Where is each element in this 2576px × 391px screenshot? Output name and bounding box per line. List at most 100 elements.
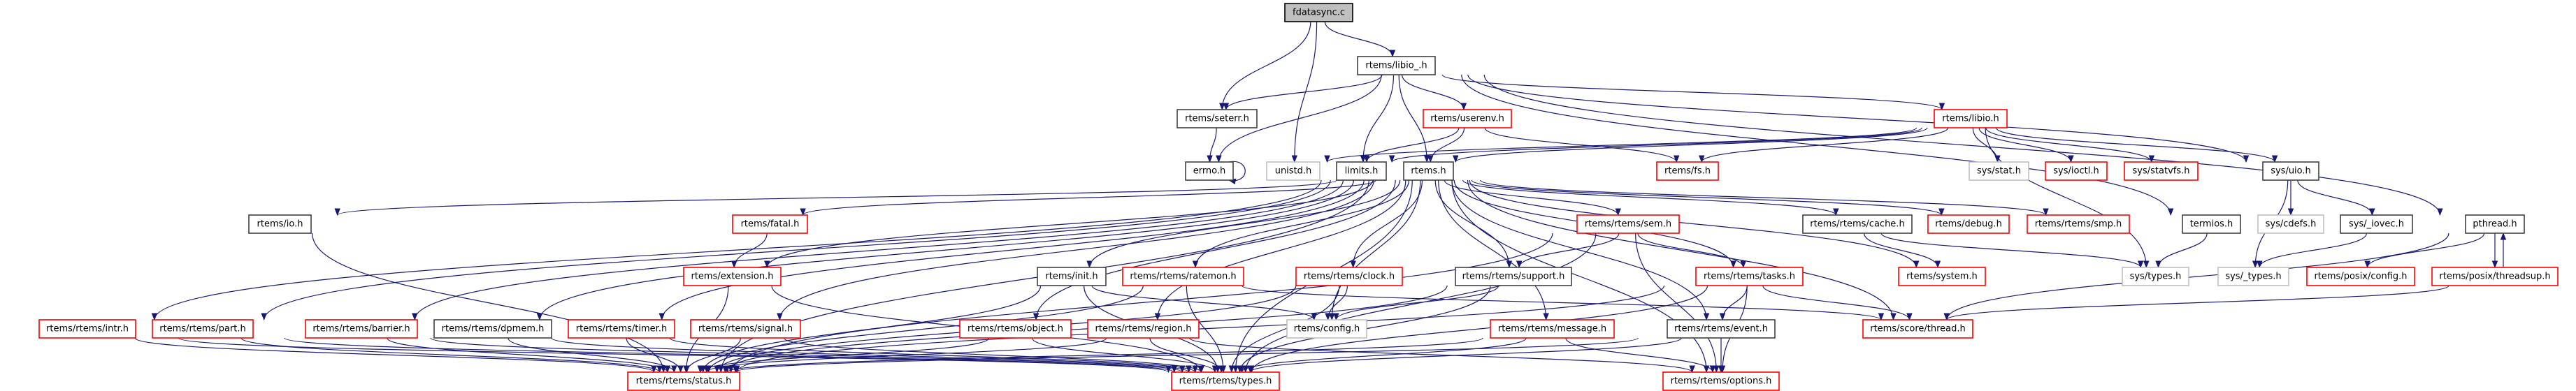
node-cache[interactable]: rtems/rtems/cache.h bbox=[1802, 214, 1913, 234]
node-sysstatvfs[interactable]: sys/statvfs.h bbox=[2124, 161, 2199, 181]
node-label: sys/cdefs.h bbox=[2266, 219, 2317, 230]
node-label: rtems/fs.h bbox=[1664, 166, 1711, 177]
node-box bbox=[1695, 267, 1804, 286]
node-region[interactable]: rtems/rtems/region.h bbox=[1087, 319, 1200, 339]
node-termios[interactable]: termios.h bbox=[2182, 214, 2241, 234]
node-label: rtems/extension.h bbox=[691, 272, 773, 282]
node-box bbox=[1037, 267, 1107, 286]
node-intr[interactable]: rtems/rtems/intr.h bbox=[38, 319, 136, 339]
node-part[interactable]: rtems/rtems/part.h bbox=[152, 319, 254, 339]
node-label: rtems/rtems/clock.h bbox=[1304, 272, 1395, 282]
node-options[interactable]: rtems/rtems/options.h bbox=[1662, 371, 1780, 391]
node-label: rtems/seterr.h bbox=[1185, 114, 1249, 124]
node-box bbox=[1284, 3, 1353, 22]
edge-support-to-status bbox=[722, 285, 1448, 374]
node-box bbox=[1357, 56, 1436, 75]
node-status[interactable]: rtems/rtems/status.h bbox=[627, 371, 740, 391]
node-limits[interactable]: limits.h bbox=[1336, 161, 1387, 181]
node-rtems[interactable]: rtems.h bbox=[1403, 161, 1454, 181]
node-sem[interactable]: rtems/rtems/sem.h bbox=[1576, 214, 1680, 234]
node-errno[interactable]: errno.h bbox=[1185, 161, 1234, 181]
node-box bbox=[1171, 371, 1280, 391]
node-label: rtems/rtems/region.h bbox=[1095, 324, 1192, 334]
node-fs[interactable]: rtems/fs.h bbox=[1656, 161, 1719, 181]
node-sysiovec[interactable]: sys/_iovec.h bbox=[2340, 214, 2413, 234]
node-label: rtems/rtems/object.h bbox=[967, 324, 1063, 334]
node-label: rtems/rtems/event.h bbox=[1674, 324, 1768, 334]
edge-sysiovec-to-sys_types bbox=[2257, 233, 2368, 269]
node-object[interactable]: rtems/rtems/object.h bbox=[959, 319, 1072, 339]
edge-rtems-to-smp bbox=[1480, 179, 2049, 216]
node-fatal[interactable]: rtems/fatal.h bbox=[732, 214, 808, 234]
edge-support-to-config bbox=[1333, 285, 1499, 321]
node-posixconfig[interactable]: rtems/posix/config.h bbox=[2306, 267, 2415, 286]
node-support[interactable]: rtems/rtems/support.h bbox=[1455, 267, 1572, 286]
node-debug[interactable]: rtems/debug.h bbox=[1927, 214, 2010, 234]
edge-libio-to-fs bbox=[1699, 127, 1949, 163]
node-signal[interactable]: rtems/rtems/signal.h bbox=[690, 319, 801, 339]
node-sysioctl[interactable]: sys/ioctl.h bbox=[2045, 161, 2108, 181]
node-libio[interactable]: rtems/libio.h bbox=[1934, 109, 2008, 128]
node-box bbox=[433, 319, 552, 339]
node-box bbox=[1177, 109, 1258, 128]
node-label: errno.h bbox=[1193, 166, 1226, 177]
node-message[interactable]: rtems/rtems/message.h bbox=[1490, 319, 1615, 339]
edge-tasks-to-status bbox=[734, 285, 1665, 374]
edge-rtems-to-part bbox=[261, 179, 1331, 321]
node-ratemon[interactable]: rtems/rtems/ratemon.h bbox=[1122, 267, 1244, 286]
node-event[interactable]: rtems/rtems/event.h bbox=[1667, 319, 1776, 339]
edge-rtems-to-region bbox=[1154, 179, 1406, 321]
node-extension[interactable]: rtems/extension.h bbox=[683, 267, 782, 286]
node-label: rtems/rtems/status.h bbox=[636, 376, 732, 387]
edge-intr-to-types bbox=[178, 337, 1172, 374]
node-box bbox=[1423, 109, 1512, 128]
node-sysuio[interactable]: sys/uio.h bbox=[2262, 161, 2319, 181]
node-box bbox=[1802, 214, 1913, 234]
node-fdatasync[interactable]: fdatasync.c bbox=[1284, 3, 1353, 22]
edge-rtems-to-fatal bbox=[800, 179, 1376, 216]
node-box bbox=[2257, 214, 2324, 234]
edge-libio_-to-pthread bbox=[1483, 74, 2443, 216]
node-box bbox=[1667, 319, 1776, 339]
node-sys_types: sys/_types.h bbox=[2217, 267, 2289, 286]
node-smp[interactable]: rtems/rtems/smp.h bbox=[2027, 214, 2130, 234]
node-label: rtems/rtems/part.h bbox=[159, 324, 246, 334]
node-types[interactable]: rtems/rtems/types.h bbox=[1171, 371, 1280, 391]
node-unistd: unistd.h bbox=[1266, 161, 1321, 181]
node-label: rtems/userenv.h bbox=[1430, 114, 1504, 124]
edge-libio-to-rtems bbox=[1453, 127, 1928, 163]
node-tasks[interactable]: rtems/rtems/tasks.h bbox=[1695, 267, 1804, 286]
edge-libio-to-sysstat bbox=[1972, 127, 2001, 163]
node-pthread[interactable]: pthread.h bbox=[2465, 214, 2525, 234]
node-system[interactable]: rtems/system.h bbox=[1898, 267, 1986, 286]
node-systypes: sys/types.h bbox=[2122, 267, 2189, 286]
edge-event-to-types bbox=[1247, 337, 1682, 374]
node-barrier[interactable]: rtems/rtems/barrier.h bbox=[305, 319, 418, 339]
node-box bbox=[2122, 267, 2189, 286]
node-label: limits.h bbox=[1345, 166, 1379, 177]
node-seterr[interactable]: rtems/seterr.h bbox=[1177, 109, 1258, 128]
edge-seterr-to-errno bbox=[1207, 127, 1217, 163]
node-dpmem[interactable]: rtems/rtems/dpmem.h bbox=[433, 319, 552, 339]
node-timer[interactable]: rtems/rtems/timer.h bbox=[568, 319, 675, 339]
node-label: rtems/libio_.h bbox=[1365, 61, 1427, 71]
edge-libio-to-limits bbox=[1389, 127, 1922, 163]
node-libio_[interactable]: rtems/libio_.h bbox=[1357, 56, 1436, 75]
node-scorethread[interactable]: rtems/score/thread.h bbox=[1862, 319, 1973, 339]
edge-rtems-to-scorethread bbox=[1467, 179, 1897, 321]
edge-intr-to-status bbox=[134, 337, 657, 374]
node-label: rtems/posix/config.h bbox=[2314, 272, 2407, 282]
node-label: rtems/rtems/cache.h bbox=[1810, 219, 1904, 230]
node-threadsup[interactable]: rtems/posix/threadsup.h bbox=[2431, 267, 2559, 286]
node-box bbox=[1122, 267, 1244, 286]
edge-rtems-to-timer bbox=[659, 179, 1365, 321]
node-io[interactable]: rtems/io.h bbox=[248, 214, 312, 234]
node-label: rtems/io.h bbox=[257, 219, 303, 230]
node-config: rtems/config.h bbox=[1286, 319, 1367, 339]
node-init[interactable]: rtems/init.h bbox=[1037, 267, 1107, 286]
node-box bbox=[732, 214, 808, 234]
node-userenv[interactable]: rtems/userenv.h bbox=[1423, 109, 1512, 128]
node-box bbox=[38, 319, 136, 339]
node-clock[interactable]: rtems/rtems/clock.h bbox=[1295, 267, 1403, 286]
